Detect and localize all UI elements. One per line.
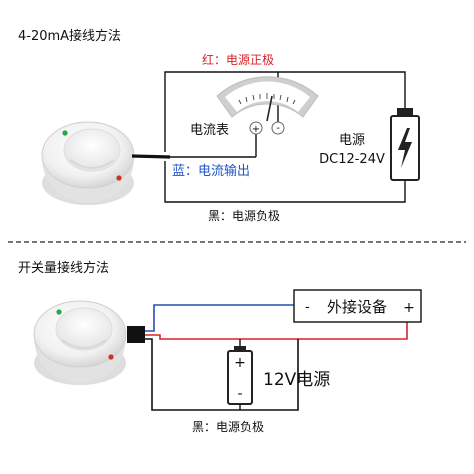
external-device-minus: - — [305, 300, 310, 315]
section2-title: 开关量接线方法 — [18, 260, 109, 276]
power-label-line2: DC12-24V — [319, 152, 385, 167]
blue-wire — [145, 304, 294, 332]
battery-label: 12V电源 — [263, 370, 330, 390]
cable-connector — [127, 326, 145, 343]
power-label-line1: 电源 — [339, 133, 365, 148]
battery-minus-sign: - — [237, 386, 242, 402]
section2-black-wire-label: 黑：电源负极 — [192, 420, 264, 434]
smoke-detector-1-icon — [41, 121, 135, 205]
red-wire — [145, 322, 408, 340]
meter-plus-terminal: + — [252, 124, 260, 135]
detector-cable-1 — [131, 154, 171, 159]
red-wire-label: 红：电源正极 — [202, 52, 274, 67]
black-wire — [145, 338, 299, 411]
blue-wire-label: 蓝：电流输出 — [172, 163, 250, 179]
meter-minus-terminal: - — [276, 123, 280, 134]
red-wire-circuit — [164, 71, 406, 203]
meter-label: 电流表 — [190, 123, 229, 138]
battery-12v-icon — [227, 346, 253, 405]
section1-title: 4-20mA接线方法 — [18, 28, 121, 44]
external-device-box — [293, 289, 422, 323]
power-supply-icon — [390, 108, 420, 181]
smoke-detector-2-icon — [33, 300, 127, 385]
battery-plus-sign: + — [234, 355, 246, 371]
section1-black-wire-label: 黑：电源负极 — [208, 209, 280, 223]
external-device-plus: + — [403, 300, 415, 316]
external-device-label: 外接设备 — [327, 298, 387, 316]
ammeter-icon — [216, 76, 319, 135]
